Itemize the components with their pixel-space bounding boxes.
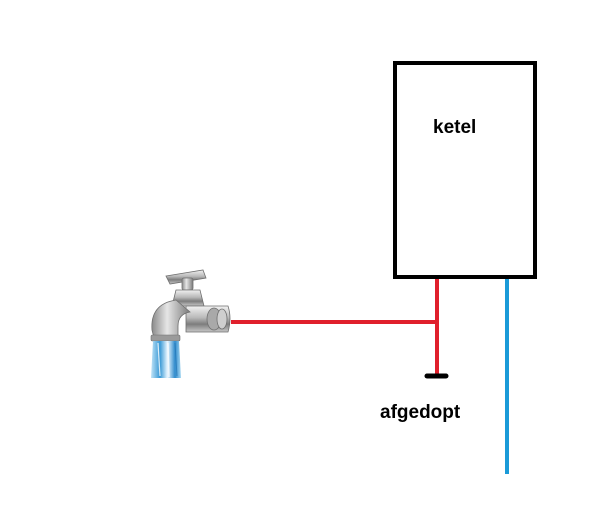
faucet-icon: [150, 269, 231, 342]
boiler-box: [393, 61, 537, 279]
water-stream-icon: [151, 341, 181, 378]
hot-water-pipe: [231, 279, 449, 379]
capped-label: afgedopt: [380, 402, 461, 423]
boiler-label: ketel: [433, 117, 476, 138]
boiler: ketel: [393, 61, 537, 279]
